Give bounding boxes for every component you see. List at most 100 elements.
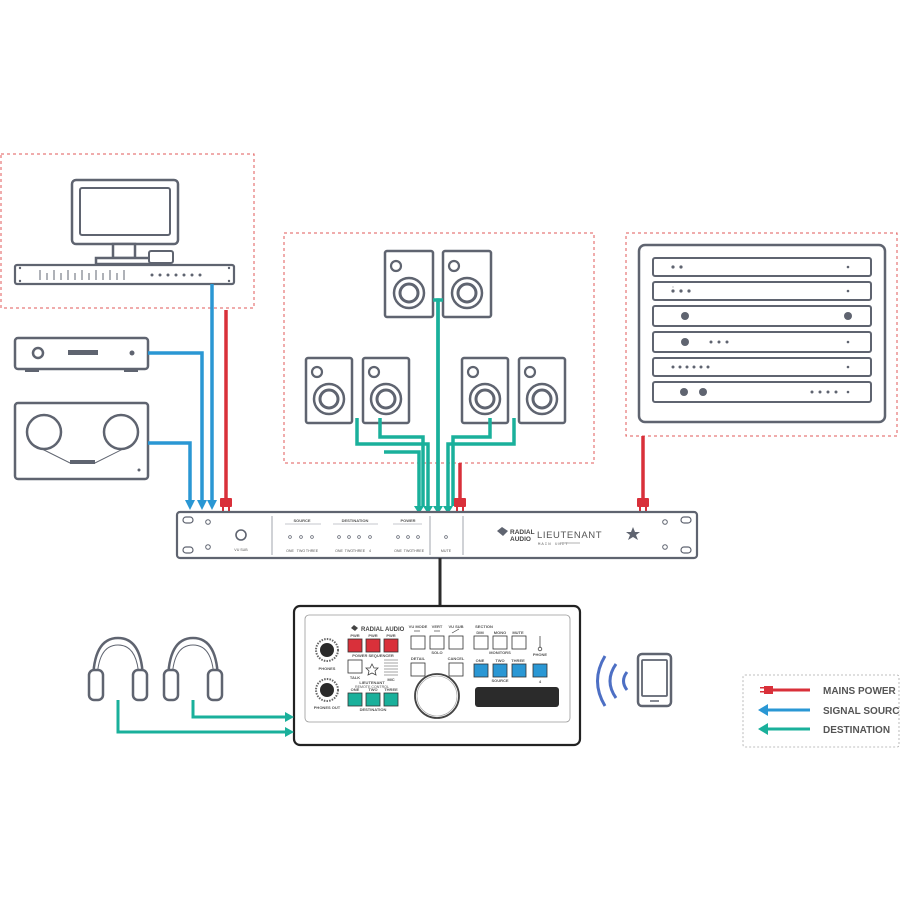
main-model-sub: MAIN UNIT (538, 543, 569, 547)
main-destination-led-label: THREE (353, 549, 366, 553)
speaker-mid-right-2 (517, 356, 567, 425)
vu-sub-knob[interactable] (235, 529, 247, 541)
main-brand-line1: RADIAL (510, 529, 535, 536)
radial-logo-icon (497, 527, 508, 536)
main-section-source: SOURCE (293, 518, 310, 523)
wireless-signal-icon (596, 655, 629, 707)
source-button-2[interactable] (492, 663, 508, 678)
source-cables (148, 284, 214, 502)
source-two-label: TWO (495, 658, 504, 663)
power-plug-icon (764, 686, 773, 694)
pwr-label: PWR (368, 633, 377, 638)
equipment-rack (637, 243, 887, 424)
mute-button[interactable] (511, 635, 527, 650)
main-power-led-label: ONE (394, 549, 402, 553)
pwr-button-1[interactable] (347, 638, 363, 653)
main-power-led-label: TWO (404, 549, 413, 553)
phones-level-knob[interactable] (320, 643, 334, 657)
vu-mode-label: VU MODE (409, 624, 428, 629)
remote-controller: PHONES PHONES OUT RADIAL AUDIO PWR PWR P… (292, 604, 582, 747)
headphones-2 (162, 636, 224, 702)
source-label: SOURCE (491, 678, 508, 683)
power-cables (224, 310, 645, 500)
dest-button-2[interactable] (365, 692, 381, 707)
controller-model: LIEUTENANT (359, 680, 385, 685)
controller-logo-icon (351, 625, 358, 631)
solo-label: SOLO (431, 650, 442, 655)
source-three-label: THREE (511, 658, 525, 663)
controller-model-sub: REMOTE CONTROL (355, 685, 389, 689)
legend-label: DESTINATION (823, 725, 890, 736)
main-source-led-label: TWO (297, 549, 306, 553)
main-source-led-label: THREE (306, 549, 319, 553)
destination-cables-speakers (355, 298, 516, 506)
pwr-label: PWR (386, 633, 395, 638)
main-unit: VU SUB SOURCE DESTINATION POWER ONE TWO … (175, 510, 699, 560)
pwr-button-2[interactable] (365, 638, 381, 653)
arrow-left-icon (758, 723, 768, 735)
dim-button[interactable] (473, 635, 489, 650)
talk-button[interactable] (347, 659, 363, 674)
main-brand-line2: AUDIO (510, 536, 531, 543)
vu-mode-button[interactable] (410, 635, 426, 650)
main-source-led-label: ONE (286, 549, 294, 553)
reel-to-reel-deck (13, 401, 150, 481)
main-volume-wheel[interactable] (414, 673, 460, 719)
dest-button-1[interactable] (347, 692, 363, 707)
zone-rack (625, 232, 898, 437)
mute-label: MUTE (512, 630, 524, 635)
vert-label: VERT (432, 624, 443, 629)
vu-sub-button[interactable] (448, 635, 464, 650)
phones-out-label: PHONES OUT (314, 705, 341, 710)
legend-label: SIGNAL SOURCE (823, 706, 900, 717)
monitors-label: MONITORS (489, 650, 511, 655)
speaker-top-right (441, 249, 493, 319)
mono-button[interactable] (492, 635, 508, 650)
mic-label: MIC (387, 677, 394, 682)
phones-label: PHONES (319, 666, 336, 671)
main-section-power: POWER (400, 518, 415, 523)
dest-button-3[interactable] (383, 692, 399, 707)
legend: MAINS POWER SIGNAL SOURCE DESTINATION (742, 674, 900, 748)
speaker-mid-right-1 (460, 356, 510, 425)
vu-sub-label: VU SUB (234, 548, 248, 552)
legend-item-destination: DESTINATION (758, 723, 890, 736)
power-sequencer-label: POWER SEQUENCER (352, 653, 394, 658)
headphone-cables (116, 700, 286, 734)
mic-grille-icon (384, 659, 398, 676)
phone-label: PHONE (533, 652, 548, 657)
arrow-left-icon (758, 704, 768, 716)
media-player (13, 336, 150, 372)
main-destination-led-label: TWO (345, 549, 354, 553)
vert-button[interactable] (429, 635, 445, 650)
main-power-led-label: THREE (412, 549, 425, 553)
source-button-4[interactable] (532, 663, 548, 678)
talk-label: TALK (350, 675, 360, 680)
main-destination-led-label: 4 (369, 549, 371, 553)
cancel-button[interactable] (448, 662, 464, 677)
detail-label: DETAIL (411, 656, 426, 661)
source-button-1[interactable] (473, 663, 489, 678)
destination-label: DESTINATION (360, 707, 387, 712)
phone-jack-icon (537, 636, 543, 652)
dest-label: ONE (351, 687, 360, 692)
headphones-1 (87, 636, 149, 702)
speaker-mid-left-2 (361, 356, 411, 425)
main-destination-led-label: ONE (335, 549, 343, 553)
pwr-label: PWR (350, 633, 359, 638)
controller-brand: RADIAL AUDIO (361, 627, 405, 633)
phones-out-knob[interactable] (320, 683, 334, 697)
detail-button[interactable] (410, 662, 426, 677)
source-4-label: 4 (539, 679, 542, 684)
mono-label: MONO (494, 630, 506, 635)
main-mute-label: MUTE (441, 549, 452, 553)
pwr-button-3[interactable] (383, 638, 399, 653)
dest-label: TWO (368, 687, 377, 692)
controller-display (475, 687, 559, 707)
talkback-star-icon (365, 663, 379, 676)
source-button-3[interactable] (511, 663, 527, 678)
legend-label: MAINS POWER (823, 686, 897, 697)
legend-item-signal-source: SIGNAL SOURCE (758, 704, 900, 717)
